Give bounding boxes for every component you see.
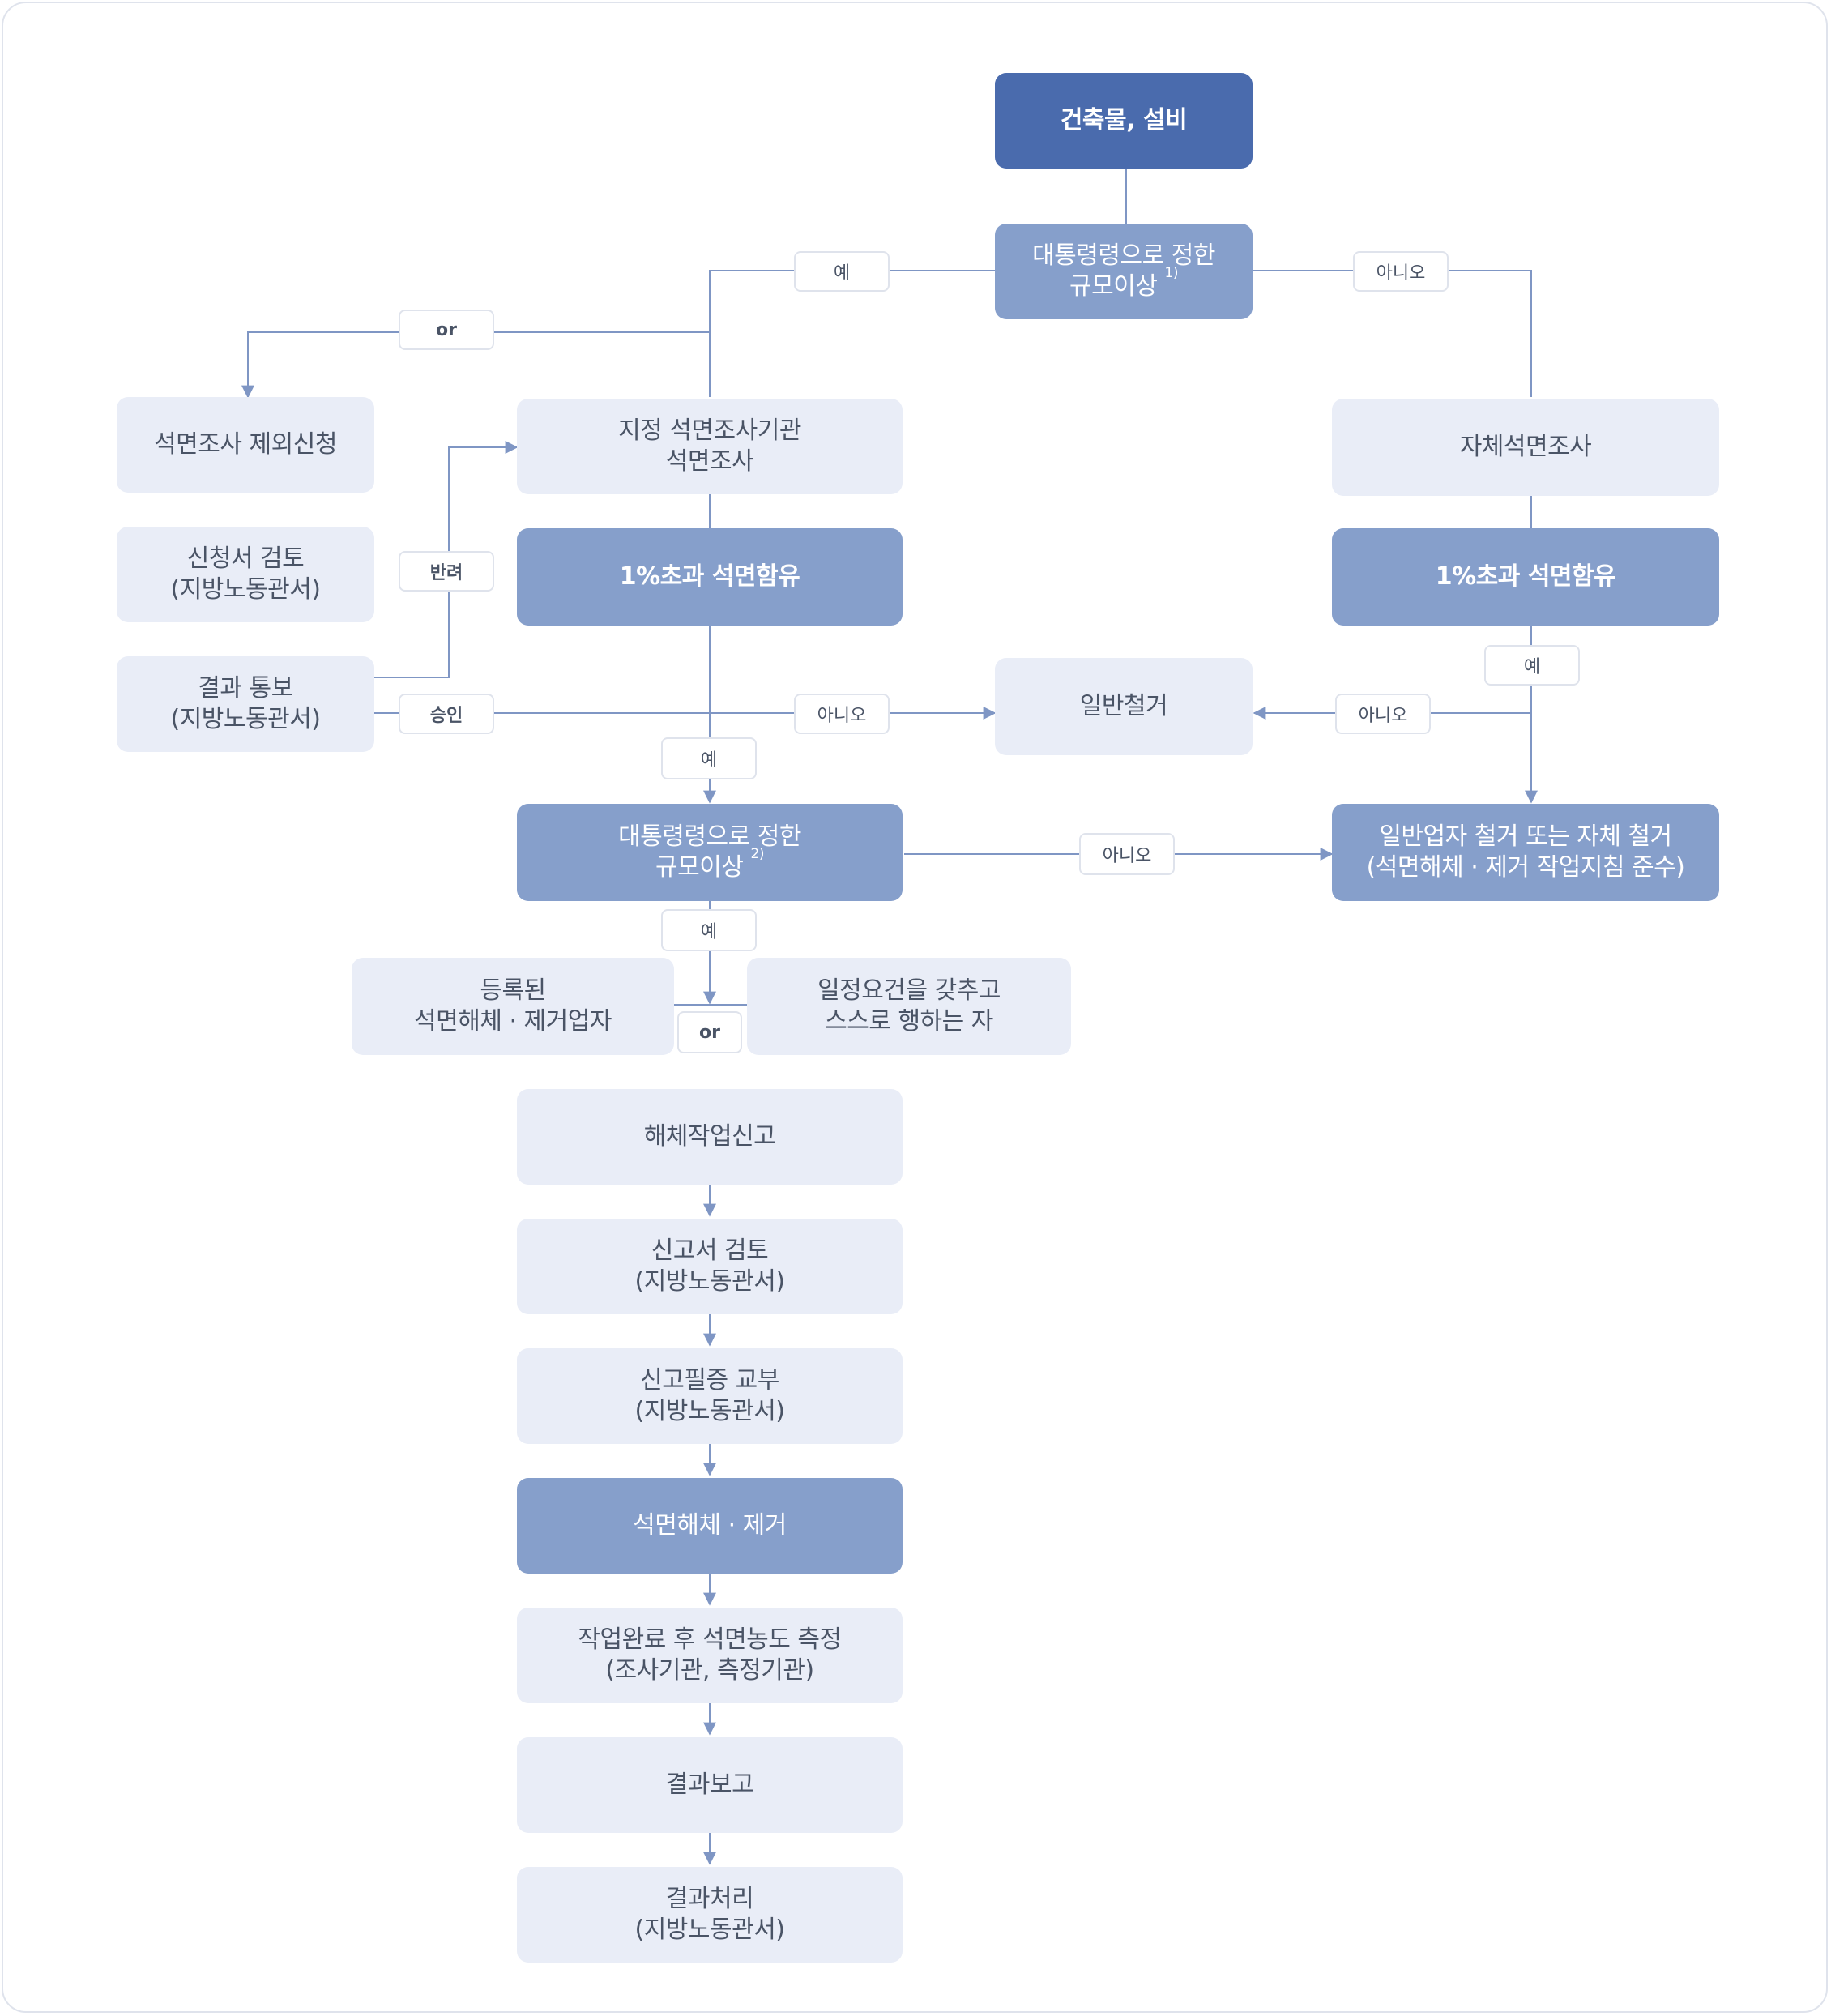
node-self-survey: 자체석면조사	[1332, 399, 1719, 496]
node-scale2: 대통령령으로 정한 규모이상 2)	[517, 804, 903, 901]
label-no-top: 아니오	[1353, 251, 1449, 292]
node-report-review: 신고서 검토 (지방노동관서)	[517, 1219, 903, 1314]
label-yes-top: 예	[794, 251, 890, 292]
connector-scale1-yes	[709, 270, 995, 397]
node-result-handling: 결과처리 (지방노동관서)	[517, 1867, 903, 1963]
label-no-mid-left: 아니오	[794, 694, 890, 734]
node-designated-survey: 지정 석면조사기관 석면조사	[517, 399, 903, 494]
node-review: 신청서 검토 (지방노동관서)	[117, 527, 374, 622]
node-removal: 석면해체 · 제거	[517, 1478, 903, 1574]
node-demolition-report: 해체작업신고	[517, 1089, 903, 1185]
node-general-or-self: 일반업자 철거 또는 자체 철거 (석면해체 · 제거 작업지침 준수)	[1332, 804, 1719, 901]
label-approve: 승인	[399, 694, 494, 734]
label-yes-right: 예	[1484, 645, 1580, 686]
node-exclusion: 석면조사 제외신청	[117, 397, 374, 493]
node-over1-right: 1%초과 석면함유	[1332, 528, 1719, 626]
label-yes-bottom: 예	[661, 909, 757, 951]
connector-or-exclusion	[241, 331, 710, 399]
label-no-scale2: 아니오	[1079, 833, 1175, 875]
node-scale1: 대통령령으로 정한 규모이상 1)	[995, 224, 1253, 319]
node-building: 건축물, 설비	[995, 73, 1253, 169]
label-or-bottom: or	[677, 1011, 742, 1053]
node-registered: 등록된 석면해체 · 제거업자	[352, 958, 674, 1055]
node-over1-left: 1%초과 석면함유	[517, 528, 903, 626]
node-result-report: 결과보고	[517, 1737, 903, 1833]
label-or-top: or	[399, 310, 494, 350]
node-measure: 작업완료 후 석면농도 측정 (조사기관, 측정기관)	[517, 1608, 903, 1703]
label-yes-mid: 예	[661, 737, 757, 779]
node-certificate: 신고필증 교부 (지방노동관서)	[517, 1348, 903, 1444]
node-general-demolition: 일반철거	[995, 658, 1253, 755]
footnote-1: 1)	[1164, 265, 1179, 281]
node-qualified-self: 일정요건을 갖추고 스스로 행하는 자	[747, 958, 1071, 1055]
label-reject: 반려	[399, 551, 494, 592]
connector-scale1-no	[1253, 270, 1532, 397]
footnote-2: 2)	[750, 846, 765, 862]
node-result-notice: 결과 통보 (지방노동관서)	[117, 656, 374, 752]
label-no-mid-right: 아니오	[1335, 694, 1431, 734]
